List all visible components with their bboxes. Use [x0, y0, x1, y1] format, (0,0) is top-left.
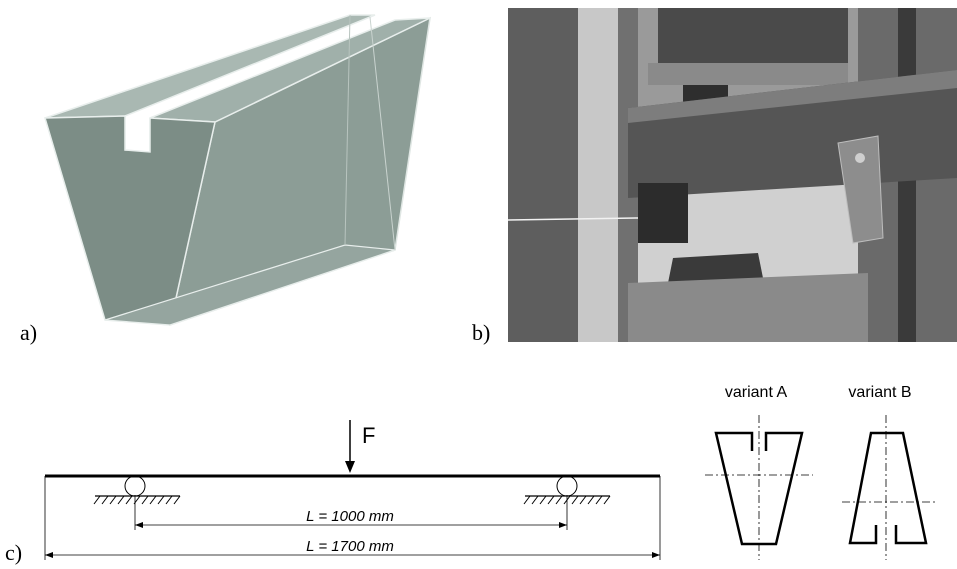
profile-variants: variant A variant B: [705, 384, 936, 560]
panel-label-b: b): [472, 320, 491, 345]
loading-head: [658, 8, 848, 63]
beam-scheme-diagram: F L = 1000 mm L = 1700 mm: [44, 420, 661, 560]
panel-label-c: c): [5, 540, 23, 565]
beam-3d-rendering: [44, 14, 431, 327]
beam-inner-edge: [344, 14, 351, 246]
force-arrowhead: [345, 461, 355, 473]
variant-b-profile: [848, 431, 928, 545]
span-inner-label: L = 1000 mm: [306, 508, 394, 525]
span-outer-label: L = 1700 mm: [306, 538, 394, 555]
machine-column-left: [508, 8, 578, 342]
panel-label-a: a): [20, 320, 38, 345]
lower-support: [638, 183, 688, 243]
beam-far-edge: [369, 16, 396, 251]
test-rig-photo: [508, 8, 957, 342]
variant-a-label: variant A: [725, 384, 788, 401]
support-bracket: [837, 135, 884, 244]
right-support-roller: [556, 475, 578, 497]
left-support-roller: [124, 475, 146, 497]
force-label: F: [362, 423, 375, 448]
variant-b-label: variant B: [848, 384, 911, 401]
